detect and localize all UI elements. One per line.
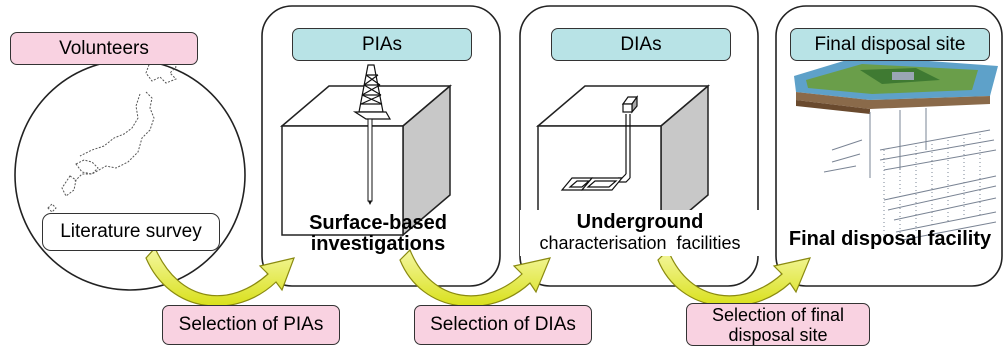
pias-caption-line1: Surface-based xyxy=(309,212,447,234)
selection-final-line1: Selection of final xyxy=(711,304,845,325)
flow-arrow-2 xyxy=(399,248,551,308)
selection-of-dias-box: Selection of DIAs xyxy=(414,305,592,345)
disposal-galleries-icon xyxy=(823,108,997,241)
surface-based-investigations-label: Surface-based investigations xyxy=(278,212,478,256)
final-disposal-panel xyxy=(775,5,1003,287)
pias-caption-line2: investigations xyxy=(310,233,446,255)
dias-caption-line2: characterisation facilities xyxy=(539,233,741,253)
flow-arrow-1 xyxy=(145,246,295,307)
literature-survey-label: Literature survey xyxy=(42,213,220,251)
pias-tag: PIAs xyxy=(292,28,472,61)
final-disposal-facility-label: Final disposal facility xyxy=(788,227,992,250)
japan-map-icon xyxy=(47,55,177,213)
underground-tunnels-icon xyxy=(560,114,631,191)
disposal-facility-surface-icon xyxy=(794,56,998,114)
volunteers-circle-stage xyxy=(14,55,246,291)
drilling-tower-icon xyxy=(352,64,392,120)
volunteers-tag: Volunteers xyxy=(10,32,198,65)
borehole-icon xyxy=(367,118,373,205)
dias-tag: DIAs xyxy=(551,28,731,61)
pias-panel xyxy=(261,5,501,287)
selection-of-final-disposal-site-box: Selection of final disposal site xyxy=(686,303,870,346)
final-disposal-site-tag: Final disposal site xyxy=(790,28,990,61)
flow-arrow-3 xyxy=(657,248,811,308)
surface-building-icon xyxy=(621,95,639,114)
selection-of-pias-box: Selection of PIAs xyxy=(162,305,340,345)
dias-caption-line1: Underground xyxy=(576,211,704,233)
underground-facilities-label: Underground characterisation facilities xyxy=(520,210,760,256)
selection-final-line2: disposal site xyxy=(728,324,828,345)
